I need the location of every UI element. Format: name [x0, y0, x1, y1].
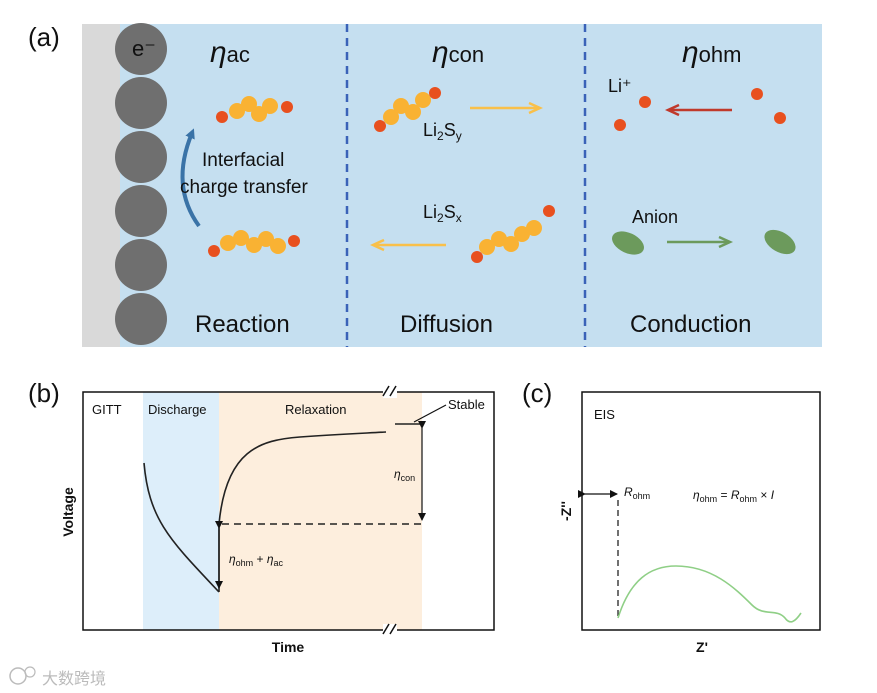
polysulfide-molecule [374, 87, 441, 132]
li2sx-label: Li2Sx [423, 202, 462, 225]
panel-c-eis-plot: EIS Rohm ηohm = Rohm × I -Z'' Z' [558, 391, 821, 655]
stable-label: Stable [448, 397, 485, 412]
electrode-sphere [115, 185, 167, 237]
eta-con-title: ηcon [432, 36, 484, 69]
polysulfide-molecule [208, 230, 300, 257]
watermark: 大数跨境 [9, 666, 106, 688]
anion-particle [764, 229, 796, 255]
plot-frame [82, 391, 495, 631]
charge-transfer-arrow [180, 128, 201, 228]
reaction-label: Reaction [195, 311, 290, 338]
eta-ohm-title: ηohm [682, 36, 741, 69]
ohm-equation: ηohm = Rohm × I [693, 488, 775, 504]
li2sy-label: Li2Sy [423, 120, 462, 143]
eis-label: EIS [594, 407, 615, 422]
lithium-ion [639, 96, 651, 108]
current-collector [82, 24, 120, 347]
panel-c-label: (c) [522, 378, 552, 408]
eta-ac-title: ηac [210, 36, 250, 69]
lithium-ion [751, 88, 763, 100]
panel-a-diagram: e⁻ ηac ηcon ηohm Interfacial charge tran… [82, 23, 822, 347]
electrode-sphere [115, 239, 167, 291]
polysulfide-molecule [471, 205, 555, 263]
x-axis-label: Z' [696, 639, 708, 655]
x-axis-label: Time [272, 639, 305, 655]
panel-b-label: (b) [28, 378, 60, 408]
discharge-label: Discharge [148, 402, 207, 417]
eis-frame [581, 391, 821, 631]
conduction-label: Conduction [630, 311, 751, 338]
lithium-ion [614, 119, 626, 131]
diffusion-label: Diffusion [400, 311, 493, 338]
relaxation-region [219, 392, 422, 630]
eta-con-label: ηcon [394, 467, 415, 483]
lithium-ion [774, 112, 786, 124]
electrode-sphere [115, 293, 167, 345]
panel-b-gitt-plot: GITT Discharge Relaxation Stable ηcon ηo… [60, 385, 495, 655]
r-ohm-label: Rohm [624, 485, 650, 501]
nyquist-curve [617, 565, 802, 623]
gitt-label: GITT [92, 402, 122, 417]
li-plus-label: Li⁺ [608, 76, 632, 96]
watermark-logo-icon [9, 667, 27, 685]
panel-a-background [82, 24, 822, 347]
polysulfide-molecule [216, 96, 293, 123]
y-axis-label: Voltage [60, 487, 76, 537]
panel-a-label: (a) [28, 22, 60, 52]
electrode-sphere [115, 23, 167, 75]
discharge-curve [143, 462, 220, 593]
electrode-sphere [115, 131, 167, 183]
interfacial-label-line1: Interfacial [202, 150, 284, 171]
electron-label: e⁻ [132, 36, 156, 61]
electrode-sphere [115, 77, 167, 129]
discharge-region [143, 392, 219, 630]
electrode-spheres [115, 23, 167, 345]
watermark-text: 大数跨境 [42, 669, 106, 688]
relaxation-label: Relaxation [285, 402, 346, 417]
anion-particle [612, 231, 644, 255]
y-axis-label: -Z'' [558, 501, 574, 521]
eta-ohm-ac-label: ηohm + ηac [229, 552, 284, 568]
stable-pointer [413, 404, 447, 423]
anion-label: Anion [632, 207, 678, 227]
relaxation-curve [218, 431, 387, 525]
interfacial-label-line2: charge transfer [180, 177, 308, 198]
